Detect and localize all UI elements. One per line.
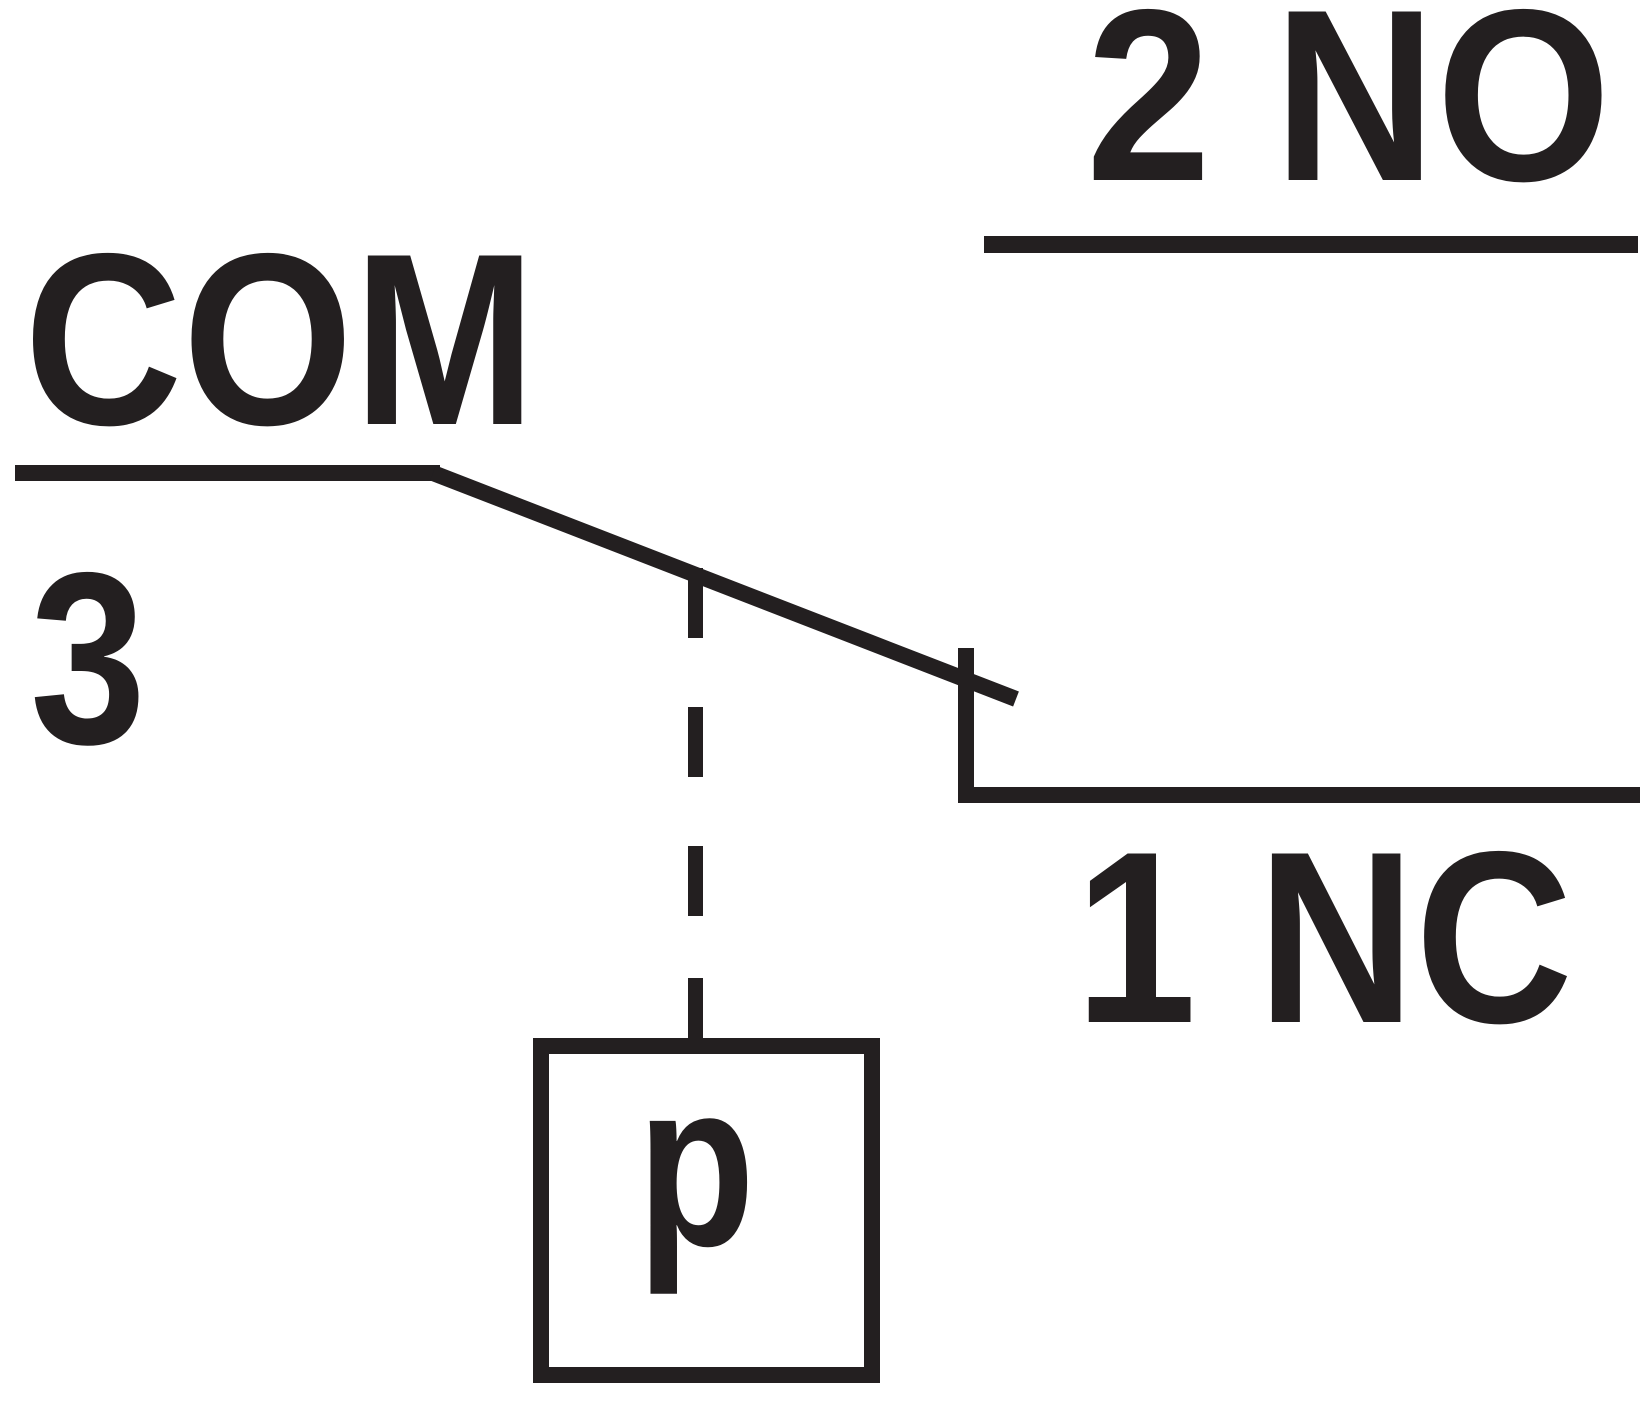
pressure-actuator-box xyxy=(533,1038,880,1383)
switch-lever-line xyxy=(430,465,1019,707)
no-lead-line xyxy=(984,236,1638,253)
com-label: COM xyxy=(24,202,536,476)
actuator-link-dash xyxy=(688,568,703,638)
no-label: 2 NO xyxy=(1086,0,1611,232)
ink-layer: COM 3 2 NO 1 NC p xyxy=(15,0,1640,1383)
nc-label: 1 NC xyxy=(1075,800,1573,1074)
com-terminal-number: 3 xyxy=(30,521,146,795)
actuator-link-dash xyxy=(688,846,703,916)
actuator-dashed-link xyxy=(688,568,703,1038)
com-lead-line xyxy=(15,465,440,481)
pressure-actuator-label: p xyxy=(637,1032,755,1295)
actuator-link-dash xyxy=(688,978,703,1038)
nc-contact-riser xyxy=(958,648,974,803)
actuator-link-dash xyxy=(688,707,703,777)
nc-lead-line xyxy=(958,787,1640,803)
